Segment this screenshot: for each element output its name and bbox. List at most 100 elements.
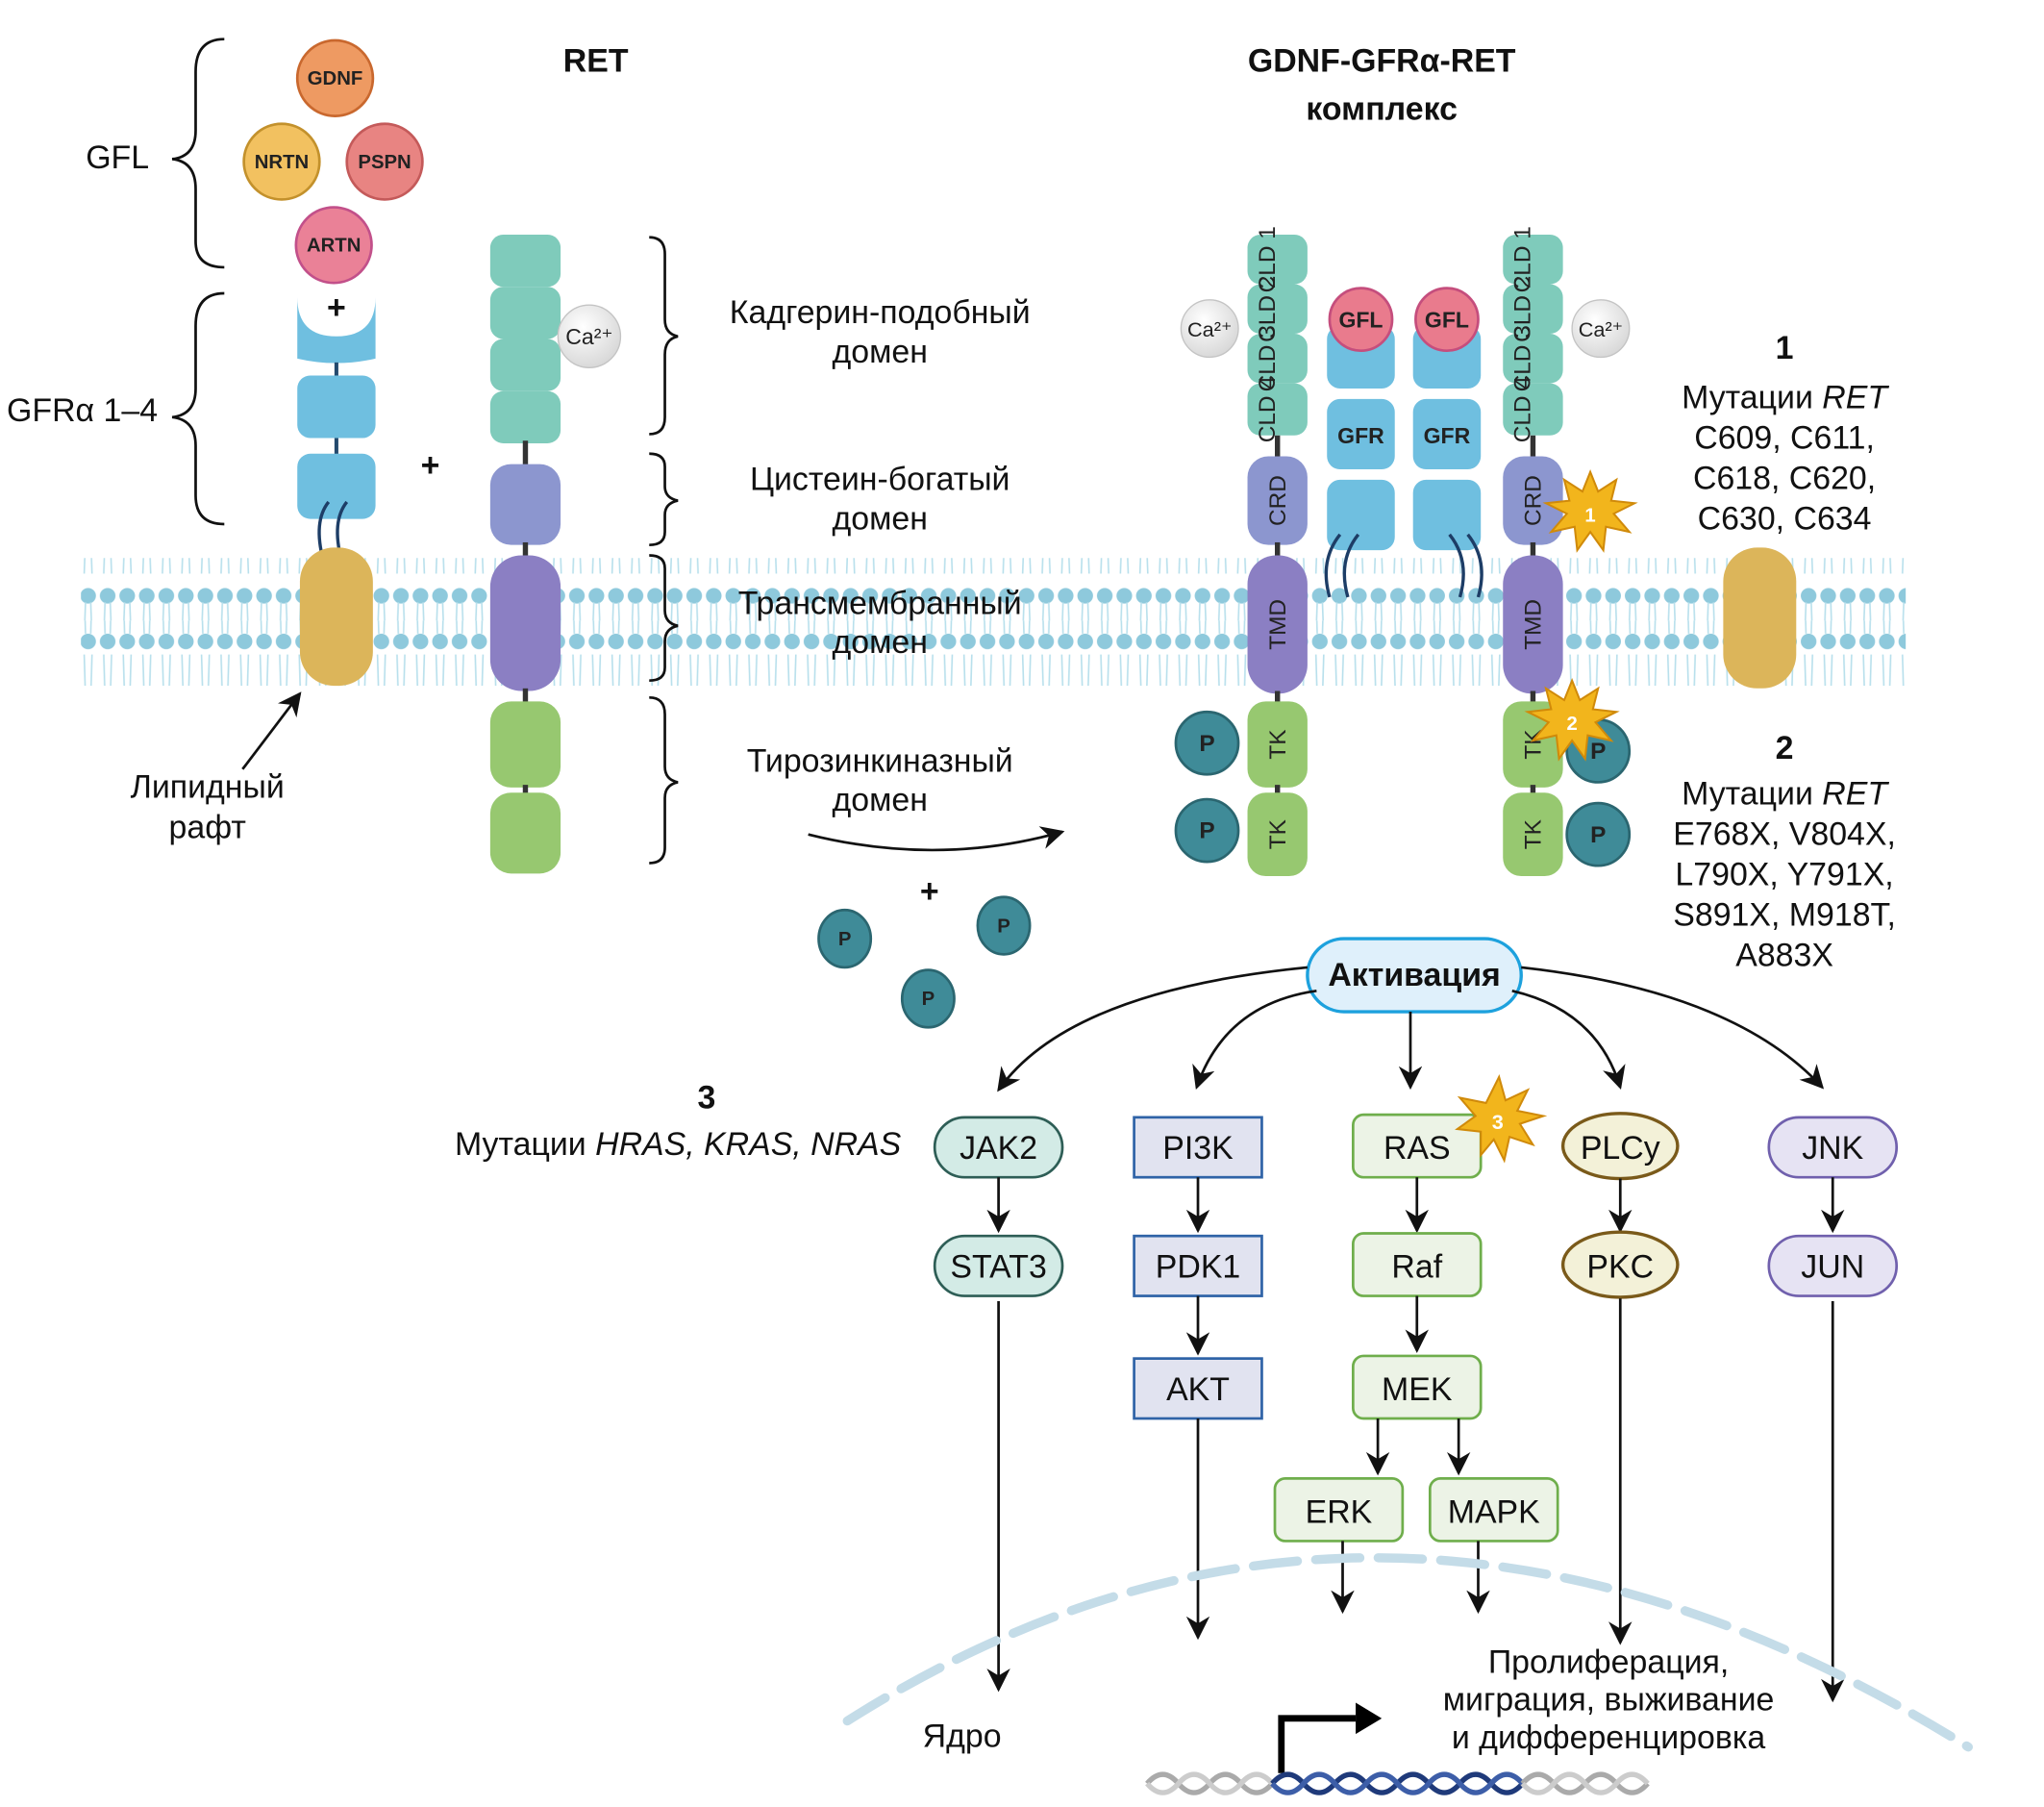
svg-text:PI3K: PI3K bbox=[1162, 1130, 1234, 1167]
svg-text:CLD 2: CLD 2 bbox=[1255, 276, 1281, 342]
svg-text:GFL: GFL bbox=[1338, 307, 1383, 332]
svg-text:A883X: A883X bbox=[1735, 938, 1833, 974]
node-pdk1: PDK1 bbox=[1133, 1234, 1263, 1297]
activation-node: Активация bbox=[1306, 937, 1523, 1014]
svg-text:1: 1 bbox=[1776, 330, 1794, 366]
svg-text:CLD 3: CLD 3 bbox=[1255, 325, 1281, 391]
outcome-line-1: Пролиферация, bbox=[1488, 1644, 1729, 1680]
lipid-raft bbox=[299, 547, 373, 687]
svg-text:GFR: GFR bbox=[1337, 423, 1384, 448]
svg-text:JNK: JNK bbox=[1802, 1130, 1863, 1167]
domain-crd-2: домен bbox=[833, 500, 928, 537]
node-stat3: STAT3 bbox=[933, 1234, 1064, 1297]
ligand-gdnf: GDNF bbox=[295, 38, 375, 118]
svg-text:C609, C611,: C609, C611, bbox=[1694, 419, 1875, 456]
svg-text:C630, C634: C630, C634 bbox=[1698, 500, 1872, 537]
svg-text:Мутации RET: Мутации RET bbox=[1682, 379, 1889, 415]
ret-complex-left: CLD 1 CLD 2 CLD 3 CLD 4 CRD TMD TK TK bbox=[1247, 226, 1308, 877]
svg-text:P: P bbox=[1590, 822, 1606, 848]
domain-cadherin-2: домен bbox=[833, 334, 928, 370]
svg-text:CRD: CRD bbox=[1265, 475, 1291, 526]
node-pi3k: PI3K bbox=[1133, 1116, 1263, 1179]
svg-text:Raf: Raf bbox=[1391, 1249, 1442, 1286]
svg-text:Мутации HRAS, KRAS, NRAS: Мутации HRAS, KRAS, NRAS bbox=[455, 1126, 902, 1163]
svg-text:2: 2 bbox=[1566, 714, 1577, 735]
mutation-gene: HRAS, KRAS, NRAS bbox=[595, 1126, 902, 1163]
svg-text:MAPK: MAPK bbox=[1448, 1493, 1540, 1530]
outcome-line-3: и дифференцировка bbox=[1452, 1719, 1766, 1756]
svg-text:CLD 4: CLD 4 bbox=[1255, 376, 1281, 442]
svg-text:E768X, V804X,: E768X, V804X, bbox=[1673, 816, 1896, 852]
gfra-bracket bbox=[171, 291, 225, 526]
calcium-ion: Ca²⁺ bbox=[1571, 299, 1631, 359]
svg-text:S891X, M918T,: S891X, M918T, bbox=[1673, 897, 1896, 934]
bracket-cadherin bbox=[649, 236, 679, 436]
svg-text:GFL: GFL bbox=[1425, 307, 1469, 332]
bracket-crd bbox=[649, 452, 679, 547]
svg-text:MEK: MEK bbox=[1382, 1371, 1453, 1408]
calcium-ion: Ca²⁺ bbox=[557, 304, 622, 368]
svg-text:PLCy: PLCy bbox=[1581, 1130, 1660, 1167]
mutation-star-1-icon: 1 bbox=[1542, 469, 1638, 553]
node-erk: ERK bbox=[1273, 1477, 1405, 1543]
plus-sign: + bbox=[327, 289, 346, 326]
ret-title: RET bbox=[563, 43, 629, 80]
transcription-arrowhead bbox=[1356, 1702, 1383, 1735]
svg-text:TK: TK bbox=[1265, 819, 1291, 849]
ret-complex-right: CLD 1 CLD 2 CLD 3 CLD 4 CRD TMD TK TK bbox=[1503, 226, 1563, 877]
svg-text:GFR: GFR bbox=[1424, 423, 1471, 448]
lipid-raft-label-2: рафт bbox=[169, 810, 246, 846]
plus-sign-2: + bbox=[421, 447, 440, 484]
domain-tmd: Трансмембранный bbox=[738, 586, 1022, 622]
node-pkc: PKC bbox=[1560, 1230, 1680, 1299]
arrow-to-jnk bbox=[1521, 966, 1825, 1090]
domain-crd: Цистеин-богатый bbox=[750, 462, 1010, 498]
svg-text:P: P bbox=[1199, 818, 1214, 844]
node-raf: Raf bbox=[1351, 1232, 1483, 1297]
svg-text:PDK1: PDK1 bbox=[1156, 1249, 1241, 1286]
cell-membrane bbox=[81, 558, 1907, 687]
lipid-raft-arrow bbox=[241, 691, 302, 770]
gfra-receptor bbox=[297, 297, 376, 562]
phospho-group: P bbox=[1565, 801, 1632, 867]
svg-text:CLD 4: CLD 4 bbox=[1510, 376, 1536, 442]
nucleus-label: Ядро bbox=[923, 1719, 1002, 1755]
svg-text:Ca²⁺: Ca²⁺ bbox=[1187, 317, 1232, 341]
svg-text:TMD: TMD bbox=[1265, 599, 1291, 650]
plus-sign-3: + bbox=[920, 873, 939, 910]
transcription-start-arrow bbox=[1278, 1715, 1357, 1773]
mutation-group-3: 3 Мутации HRAS, KRAS, NRAS bbox=[455, 1079, 902, 1163]
svg-text:ERK: ERK bbox=[1306, 1493, 1373, 1530]
mutation-group-1: 1 Мутации RET C609, C611, C618, C620, C6… bbox=[1682, 330, 1889, 538]
gfl-label: GFL bbox=[86, 139, 149, 176]
svg-text:P: P bbox=[922, 989, 935, 1010]
svg-text:GDNF: GDNF bbox=[308, 68, 363, 89]
mutation-gene: RET bbox=[1822, 775, 1889, 812]
domain-tk-2: домен bbox=[833, 782, 928, 818]
svg-text:NRTN: NRTN bbox=[255, 152, 309, 173]
calcium-ion: Ca²⁺ bbox=[1180, 299, 1239, 359]
transition-arrow bbox=[808, 826, 1065, 852]
domain-tmd-2: домен bbox=[833, 624, 928, 661]
mutation-star-2-icon: 2 bbox=[1524, 677, 1620, 762]
gfra-complex-right: GFL GFR bbox=[1412, 287, 1483, 598]
svg-text:Активация: Активация bbox=[1328, 957, 1500, 993]
svg-text:2: 2 bbox=[1776, 730, 1794, 766]
svg-text:CLD 3: CLD 3 bbox=[1510, 325, 1536, 391]
arrow-to-pi3k bbox=[1192, 989, 1317, 1090]
complex-title: GDNF-GFRα-RET bbox=[1248, 43, 1516, 80]
svg-text:STAT3: STAT3 bbox=[950, 1249, 1046, 1286]
svg-text:CLD 1: CLD 1 bbox=[1255, 226, 1281, 292]
svg-text:TK: TK bbox=[1265, 730, 1291, 760]
svg-text:AKT: AKT bbox=[1166, 1371, 1230, 1408]
gfl-bracket bbox=[171, 38, 225, 269]
bracket-tk bbox=[649, 695, 679, 865]
node-ras: RAS bbox=[1351, 1113, 1483, 1179]
svg-text:C618, C620,: C618, C620, bbox=[1693, 460, 1876, 496]
svg-text:ARTN: ARTN bbox=[307, 236, 361, 257]
mutation-group-2: 2 Мутации RET E768X, V804X, L790X, Y791X… bbox=[1673, 730, 1896, 974]
node-akt: AKT bbox=[1133, 1357, 1263, 1420]
mutation-star-3-icon: 3 bbox=[1455, 1073, 1548, 1164]
ligand-nrtn: NRTN bbox=[242, 122, 321, 201]
